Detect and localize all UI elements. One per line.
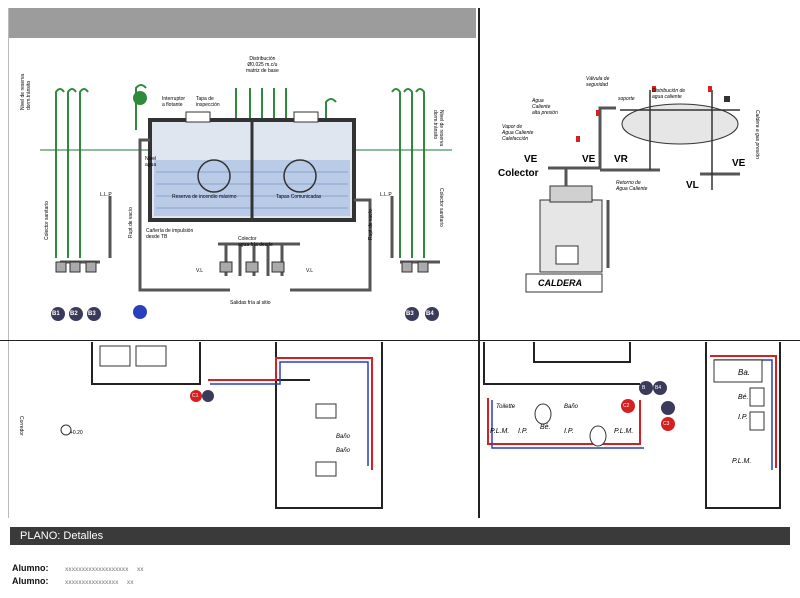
ba-label: Ba. xyxy=(738,368,751,377)
badge-c2: C2 xyxy=(623,403,630,409)
ip-label-2: I.P. xyxy=(564,428,574,435)
badge-c1: C1 xyxy=(192,393,199,399)
vl-right-label: V.L xyxy=(306,268,314,274)
ve-label-3: VE xyxy=(732,158,746,169)
green-risers xyxy=(55,84,425,258)
banio-label-2: Baño xyxy=(336,448,351,454)
badge-group-left xyxy=(51,305,439,321)
top-header-band xyxy=(8,8,476,38)
banio-label-3: Baño xyxy=(564,404,579,410)
caldera-label: CALDERA xyxy=(538,278,582,288)
vl-label: VL xyxy=(686,180,699,191)
badge-b2: B2 xyxy=(70,311,78,317)
badge-c3: C3 xyxy=(663,421,670,427)
ve-label-2: VE xyxy=(582,154,596,165)
salidas-label: Salidas fría al sitio xyxy=(230,300,271,306)
toilette-label: Toilette xyxy=(496,404,516,410)
footer-row-2: Alumno: xxxxxxxxxxxxxxxx xx xyxy=(12,576,134,586)
plan-title-bar: PLANO: Detalles xyxy=(10,527,790,545)
badge-b4-plan: B4 xyxy=(655,385,662,391)
llp-right-label: L.L.P xyxy=(380,192,392,198)
tapas-label: Tapas Comunicadas xyxy=(276,194,322,200)
badge-b: B xyxy=(642,385,646,391)
ve-label-1: VE xyxy=(524,154,538,165)
vr-label: VR xyxy=(614,154,628,165)
badge-b4: B4 xyxy=(426,311,434,317)
level-label: +0.20 xyxy=(70,430,83,436)
badge-b1: B1 xyxy=(52,311,60,317)
center-divider-line xyxy=(478,8,480,518)
plm-label: P.L.M. xyxy=(490,428,510,435)
plm-label-2: P.L.M. xyxy=(614,428,634,435)
plm-label-3: P.L.M. xyxy=(732,458,752,465)
colector-label: Colector xyxy=(498,168,539,179)
badge-group-red xyxy=(190,390,675,431)
horizontal-divider-line xyxy=(0,340,800,341)
vl-left-label: V.L xyxy=(196,268,204,274)
footer-row-1: Alumno: xxxxxxxxxxxxxxxxxxx xx xyxy=(12,563,144,573)
green-marker-icon xyxy=(133,91,147,105)
be-label-2: Bé. xyxy=(738,394,749,401)
badge-b3-right: B3 xyxy=(406,311,414,317)
ip-label: I.P. xyxy=(518,428,528,435)
reserva-label: Reserva de incendio máximo xyxy=(172,194,237,200)
ip-label-3: I.P. xyxy=(738,414,748,421)
left-border-line xyxy=(8,8,9,518)
be-label: Bé. xyxy=(540,424,551,431)
badge-b3: B3 xyxy=(88,311,96,317)
tank-horizontal xyxy=(621,103,739,145)
soporte-label: soporte xyxy=(618,96,635,102)
caldera-label-box xyxy=(525,273,603,293)
banio-label: Baño xyxy=(336,434,351,440)
corredor-label: Corredor xyxy=(18,416,24,436)
badge-group-dark xyxy=(202,381,675,415)
llp-left-label: L.L.P xyxy=(100,192,112,198)
